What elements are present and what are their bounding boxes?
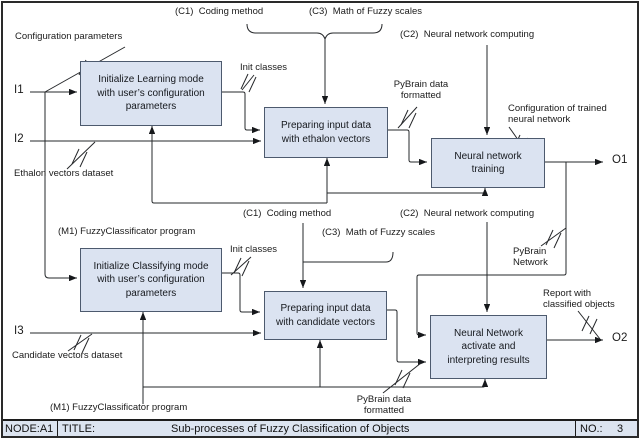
label-c1-bottom: (C1) Coding method — [243, 208, 332, 219]
label-pybrain-data-bottom: PyBrain data formatted — [356, 394, 412, 416]
callout-report — [577, 310, 601, 340]
squiggle — [400, 109, 417, 129]
footer-title: Sub-processes of Fuzzy Classification of… — [171, 423, 410, 435]
label-m1-top: (M1) FuzzyClassificator program — [58, 226, 196, 237]
wire-pybrain-network — [416, 162, 567, 339]
wire-init-classes-top — [220, 91, 260, 134]
label-c3-top: (C3) Math of Fuzzy scales — [309, 6, 422, 17]
label-pybrain-data-top: PyBrain data formatted — [393, 79, 449, 101]
label-port-o1: O1 — [612, 154, 628, 166]
footer-node: NODE:A1 — [5, 422, 53, 437]
process-box-prep-candidate: Preparing input data with candidate vect… — [264, 291, 387, 340]
label-ethalon-dataset: Ethalon vectors dataset — [14, 168, 114, 179]
wire-m1-bottom-b — [143, 379, 489, 388]
label-init-classes-top: Init classes — [240, 62, 287, 73]
label-candidate-dataset: Candidate vectors dataset — [12, 350, 123, 361]
label-port-i1: I1 — [14, 84, 24, 96]
process-box-nn-training: Neural network training — [431, 138, 545, 188]
label-c2-bottom: (C2) Neural network computing — [400, 208, 535, 219]
brace-top — [246, 23, 383, 40]
process-box-init-learning: Initialize Learning mode with user’s con… — [80, 61, 222, 126]
wire-box5-output — [385, 309, 426, 366]
label-init-classes-bottom: Init classes — [230, 244, 277, 255]
label-c2-top: (C2) Neural network computing — [400, 29, 535, 40]
callout-pybrain-data-bottom — [382, 362, 422, 394]
bracket-bottom — [303, 251, 394, 263]
wire-m1-top-c — [327, 188, 489, 196]
label-config-trained: Configuration of trained neural network — [508, 103, 607, 125]
footer-no-label: NO.: — [580, 423, 603, 435]
footer-node-value: A1 — [39, 423, 54, 435]
wire-init-classes-bottom — [220, 272, 260, 316]
label-c3-bottom: (C3) Math of Fuzzy scales — [322, 227, 435, 238]
process-box-init-classifying: Initialize Classifying mode with user’s … — [80, 248, 222, 312]
callout-candidate — [67, 333, 93, 352]
label-report: Report with classified objects — [543, 288, 615, 310]
callout-ethalon — [66, 141, 96, 170]
footer-no-value: 3 — [617, 423, 624, 435]
wire-config-branch — [44, 92, 77, 282]
wire-pybrain-data-top — [386, 129, 427, 166]
label-port-i2: I2 — [14, 133, 24, 145]
footer-title-label: TITLE: — [62, 423, 96, 435]
process-box-prep-ethalon: Preparing input data with ethalon vector… — [264, 107, 388, 158]
label-pybrain-network: PyBrain Network — [513, 246, 548, 268]
footer-divider — [57, 421, 58, 436]
squiggle — [394, 369, 411, 389]
callout-pybrain-network — [540, 227, 567, 247]
wire-m1-top-a — [148, 126, 327, 204]
label-port-i3: I3 — [14, 325, 24, 337]
label-c1-top: (C1) Coding method — [175, 6, 264, 17]
label-config-params: Configuration parameters — [15, 31, 123, 42]
process-box-nn-activate: Neural Network activate and interpreting… — [430, 315, 547, 379]
footer-divider — [575, 421, 576, 436]
title-bar: NODE:A1 TITLE: Sub-processes of Fuzzy Cl… — [3, 419, 637, 436]
squiggle — [240, 73, 257, 93]
label-port-o2: O2 — [612, 332, 628, 344]
callout-init-classes-top — [241, 74, 255, 91]
footer-node-label: NODE: — [5, 423, 40, 435]
label-m1-bottom: (M1) FuzzyClassificator program — [50, 402, 188, 413]
